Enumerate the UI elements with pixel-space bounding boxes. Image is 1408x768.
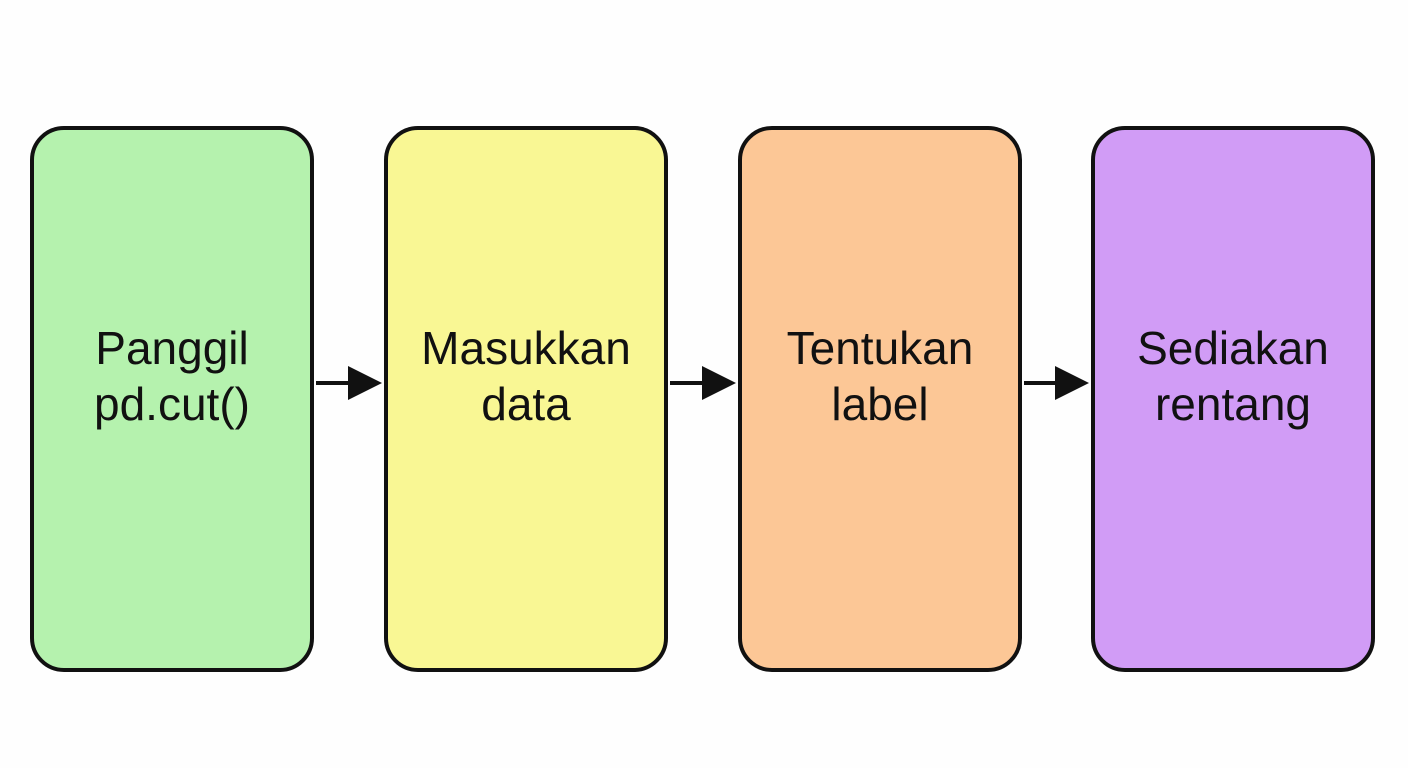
step-label-line1: Panggil bbox=[95, 322, 249, 374]
arrow-right-icon bbox=[1024, 366, 1089, 400]
arrow-right-icon bbox=[316, 366, 382, 400]
step-box-tentukan: Tentukan label bbox=[738, 126, 1022, 672]
step-text: Tentukan label bbox=[787, 320, 974, 432]
step-label-line1: Sediakan bbox=[1137, 322, 1329, 374]
step-box-masukkan: Masukkan data bbox=[384, 126, 668, 672]
arrow-right-icon bbox=[670, 366, 736, 400]
step-label-line2: data bbox=[481, 378, 571, 430]
step-label-line2: label bbox=[831, 378, 929, 430]
step-text: Masukkan data bbox=[421, 320, 631, 432]
step-text: Sediakan rentang bbox=[1137, 320, 1329, 432]
step-label-line2: pd.cut() bbox=[94, 378, 250, 430]
step-box-panggil: Panggil pd.cut() bbox=[30, 126, 314, 672]
step-box-sediakan: Sediakan rentang bbox=[1091, 126, 1375, 672]
step-label-line2: rentang bbox=[1154, 378, 1311, 430]
step-text: Panggil pd.cut() bbox=[94, 320, 250, 432]
step-label-line1: Tentukan bbox=[786, 322, 974, 374]
step-label-line1: Masukkan bbox=[421, 322, 631, 374]
